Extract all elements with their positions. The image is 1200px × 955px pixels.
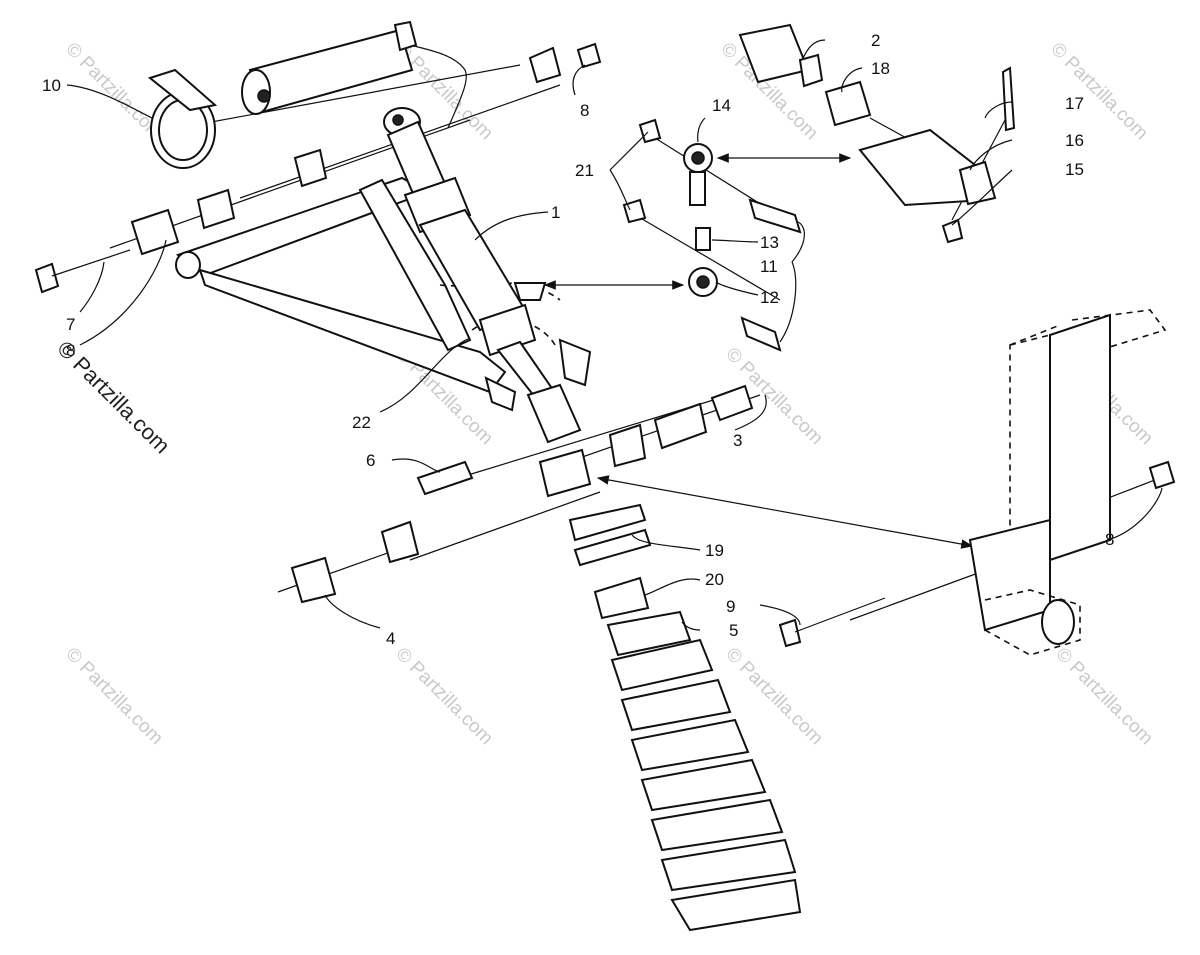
callout-5: 5 xyxy=(729,621,738,640)
callout-10: 10 xyxy=(42,76,61,95)
spindle-carrier xyxy=(968,309,1167,656)
callout-15: 15 xyxy=(1065,160,1084,179)
linkage-parts xyxy=(622,23,1016,352)
callout-20: 20 xyxy=(705,570,724,589)
a-arm xyxy=(175,176,592,412)
shock-absorber xyxy=(383,44,582,444)
callout-6: 6 xyxy=(366,451,375,470)
bolt-9 xyxy=(778,597,886,648)
callout-12: 12 xyxy=(760,288,779,307)
watermark-text: © Partzilla.com xyxy=(1051,644,1156,749)
callout-11: 11 xyxy=(760,257,778,276)
callout-18: 18 xyxy=(871,59,890,78)
callout-16: 16 xyxy=(1065,131,1084,150)
callout-8-top: 8 xyxy=(580,101,589,120)
callout-2: 2 xyxy=(871,31,880,50)
callout-17: 17 xyxy=(1065,94,1084,113)
watermark-text: © Partzilla.com xyxy=(1046,39,1151,144)
callout-21: 21 xyxy=(575,161,594,180)
callout-leaders xyxy=(66,39,1163,631)
hardware-items xyxy=(34,42,1176,604)
callout-19: 19 xyxy=(705,541,724,560)
relation-arrows xyxy=(543,153,974,549)
callout-8-right: 8 xyxy=(1105,530,1114,549)
reservoir xyxy=(241,20,418,115)
callout-4: 4 xyxy=(386,629,395,648)
watermark-text: © Partzilla.com xyxy=(391,644,496,749)
springs xyxy=(568,503,802,932)
callout-13: 13 xyxy=(760,233,779,252)
clamp xyxy=(147,68,218,169)
watermark-text: © Partzilla.com xyxy=(61,644,166,749)
callout-8-left: 8 xyxy=(66,341,75,360)
callout-22: 22 xyxy=(352,413,371,432)
callout-7: 7 xyxy=(66,315,75,334)
callout-3: 3 xyxy=(733,431,742,450)
callout-labels: 1 2 3 4 5 6 7 8 8 8 9 10 11 12 13 14 15 … xyxy=(42,31,1114,648)
callout-1: 1 xyxy=(551,203,560,222)
callout-14: 14 xyxy=(712,96,731,115)
callout-9: 9 xyxy=(726,597,735,616)
